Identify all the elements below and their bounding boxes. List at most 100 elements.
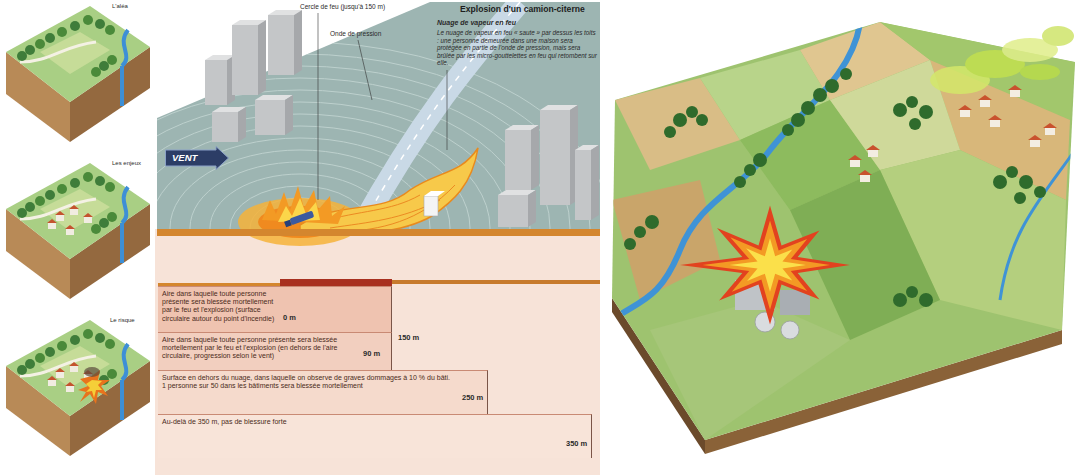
- illustration-part: [6, 320, 150, 456]
- diagram-title: Explosion d'un camion-citerne: [460, 4, 585, 14]
- distance-mark: 0 m: [283, 314, 296, 323]
- illustration-part: [960, 110, 970, 117]
- callout-note: Le nuage de vapeur en feu « saute » par …: [437, 29, 597, 67]
- illustration-part: [30, 66, 570, 390]
- illustration-part: [730, 238, 807, 292]
- illustration-part: [505, 130, 531, 190]
- illustration-part: [850, 160, 860, 167]
- illustration-part: [528, 190, 536, 227]
- illustration-part: [0, 42, 610, 414]
- illustration-part: [498, 195, 528, 227]
- illustration-part: [10, 54, 590, 402]
- illustration-part: [1043, 123, 1057, 128]
- callout-label: Cercle de feu (jusqu'à 150 m): [300, 3, 385, 10]
- damage-zone-band: Aire dans laquelle toute personne présen…: [158, 332, 392, 370]
- illustration-part: [0, 2, 610, 414]
- illustration-part: [634, 226, 646, 238]
- illustration-part: [980, 100, 990, 107]
- illustration-part: [919, 293, 933, 307]
- illustration-part: [624, 68, 1046, 307]
- illustration-part: [392, 280, 600, 284]
- illustration-part: [919, 105, 933, 119]
- illustration-part: [781, 321, 799, 339]
- illustration-part: [205, 10, 302, 142]
- illustration-part: [993, 175, 1007, 189]
- illustration-part: [1020, 64, 1060, 80]
- illustration-part: [612, 22, 1075, 440]
- illustration-part: [531, 125, 539, 190]
- illustration-part: [498, 105, 599, 227]
- illustration-part: [318, 13, 319, 200]
- illustration-part: [591, 145, 599, 220]
- illustration-part: [645, 215, 659, 229]
- illustration-part: [866, 145, 880, 150]
- illustration-part: [696, 114, 708, 126]
- illustration-part: [988, 115, 1002, 120]
- illustration-part: [1042, 26, 1074, 46]
- wind-label: VENT: [165, 146, 229, 170]
- illustration-part: [358, 40, 372, 100]
- illustration-part: [424, 196, 438, 216]
- illustration-part: [840, 68, 852, 80]
- tanker-scene: [0, 2, 610, 475]
- illustration-part: [650, 300, 850, 440]
- distance-mark: 90 m: [363, 350, 380, 359]
- illustration-part: [110, 114, 490, 342]
- illustration-part: [753, 153, 767, 167]
- illustration-part: [447, 70, 448, 150]
- illustration-part: [782, 124, 794, 136]
- illustration-part: [289, 210, 314, 225]
- illustration-part: [680, 206, 850, 325]
- illustration-part: [320, 185, 455, 232]
- illustration-part: [978, 95, 992, 100]
- illustration-part: [540, 110, 570, 205]
- illustration-part: [906, 286, 918, 298]
- illustration-part: [744, 164, 756, 176]
- illustration-part: [1000, 150, 1075, 300]
- illustration-part: [157, 2, 600, 229]
- illustration-part: [294, 10, 302, 75]
- illustration-part: [848, 155, 862, 160]
- illustration-part: [1028, 135, 1042, 140]
- zone-text: Surface en dehors du nuage, dans laquell…: [162, 374, 453, 390]
- illustration-part: [906, 96, 918, 108]
- illustration-part: [673, 113, 687, 127]
- distance-mark: 250 m: [462, 394, 483, 403]
- zone-text: Aire dans laquelle toute personne présen…: [162, 336, 355, 361]
- wind-arrow: VENT: [165, 146, 229, 170]
- illustration-part: [825, 79, 839, 93]
- illustration-part: [6, 6, 150, 142]
- zone-text: Au-delà de 350 m, pas de blessure forte: [162, 418, 531, 426]
- illustration-part: [909, 118, 921, 130]
- illustration-part: [285, 95, 293, 135]
- illustration-part: [791, 113, 805, 127]
- illustration-part: [734, 176, 746, 188]
- illustration-part: [268, 15, 294, 75]
- wind-arrow-outline: [166, 147, 229, 170]
- illustration-part: [801, 101, 815, 115]
- panel-caption: Les enjeux: [112, 160, 141, 167]
- industrial-landscape: [612, 22, 1075, 454]
- illustration-part: [1014, 192, 1026, 204]
- illustration-part: [686, 106, 698, 118]
- illustration-part: [612, 24, 860, 320]
- distance-mark: 350 m: [566, 440, 587, 449]
- illustration-part: [280, 279, 392, 286]
- illustration-part: [424, 191, 445, 196]
- illustration-part: [930, 26, 1074, 94]
- damage-zone-band: Au-delà de 350 m, pas de blessure forte: [158, 414, 592, 458]
- illustration-part: [1034, 186, 1046, 198]
- damage-zone-band: Aire dans laquelle toute personne présen…: [158, 286, 392, 332]
- illustration-part: [232, 25, 258, 95]
- panel-caption: L'aléa: [112, 3, 128, 10]
- illustration-part: [284, 220, 292, 228]
- illustration-part: [258, 20, 266, 95]
- illustration-part: [86, 380, 102, 398]
- panel-caption: Le risque: [110, 317, 135, 324]
- illustration-part: [958, 105, 972, 110]
- illustration-part: [205, 60, 227, 105]
- illustration-part: [50, 78, 550, 378]
- illustration-part: [1010, 90, 1020, 97]
- illustration-part: [868, 150, 878, 157]
- illustration-part: [860, 175, 870, 182]
